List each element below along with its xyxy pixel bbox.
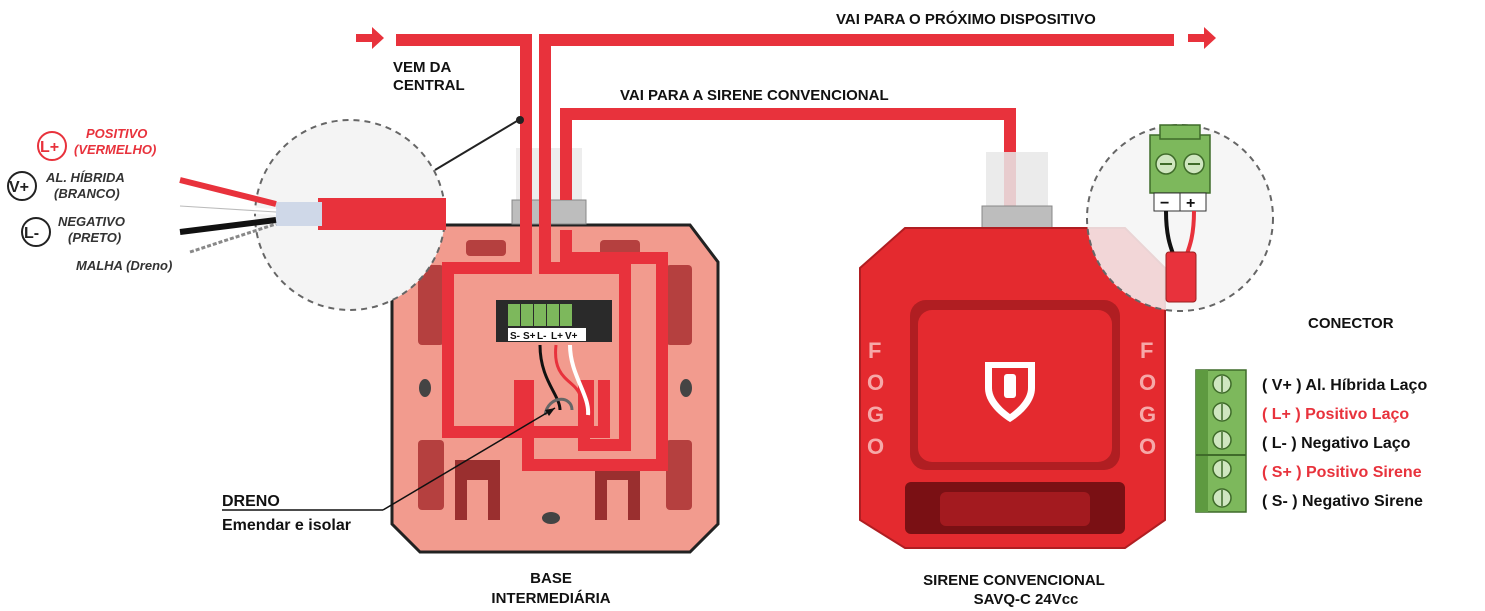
sirene-convencional (859, 152, 1166, 549)
fogo-left-o2: O (867, 434, 884, 459)
conector-title: CONECTOR (1308, 315, 1394, 332)
hibrida-label-1: AL. HÍBRIDA (45, 170, 125, 185)
malha-label: MALHA (Dreno) (76, 258, 172, 273)
terminal-label-s-plus: S+ (523, 331, 536, 342)
connector-legend-block (1195, 369, 1247, 513)
siren-label-2: SAVQ-C 24Vcc (974, 591, 1079, 608)
hibrida-badge: V+ (9, 179, 29, 196)
negativo-label-1: NEGATIVO (58, 214, 125, 229)
connector-row-v-plus: ( V+ ) Al. Híbrida Laço (1262, 377, 1427, 394)
hibrida-badge-icon (7, 171, 37, 201)
terminal-label-l-minus: L- (537, 331, 546, 342)
vem-da-central-line2: CENTRAL (393, 77, 465, 94)
vem-da-central-line1: VEM DA (393, 59, 452, 76)
negativo-label-2: (PRETO) (68, 230, 121, 245)
arrow-out-icon (1188, 27, 1216, 49)
siren-plus-label: + (1186, 195, 1195, 212)
siren-minus-label: − (1160, 195, 1169, 212)
fogo-left-o1: O (867, 370, 884, 395)
dreno-title: DRENO (222, 493, 280, 510)
positivo-badge: L+ (40, 139, 59, 156)
fogo-left-g: G (867, 402, 884, 427)
base-terminal-block (508, 304, 572, 326)
dreno-note: Emendar e isolar (222, 517, 351, 534)
negativo-badge: L- (24, 225, 39, 242)
negativo-badge-icon (21, 217, 51, 247)
terminal-label-l-plus: L+ (551, 331, 563, 342)
cable-zoom (179, 116, 524, 311)
connector-row-l-minus: ( L- ) Negativo Laço (1262, 435, 1411, 452)
siren-connector-zoom: − + (1086, 124, 1274, 312)
siren-label-1: SIRENE CONVENCIONAL (923, 572, 1105, 589)
arrow-in-icon (356, 27, 384, 49)
fogo-right-g: G (1139, 402, 1156, 427)
positivo-label-1: POSITIVO (86, 126, 147, 141)
terminal-label-s-minus: S- (510, 331, 520, 342)
base-label-1: BASE (530, 570, 572, 587)
cable-legend: L+ POSITIVO (VERMELHO) V+ AL. HÍBRIDA (B… (7, 126, 172, 273)
connector-row-s-minus: ( S- ) Negativo Sirene (1262, 493, 1423, 510)
fogo-right-o2: O (1139, 434, 1156, 459)
connector-row-l-plus: ( L+ ) Positivo Laço (1262, 406, 1409, 423)
hibrida-label-2: (BRANCO) (54, 186, 120, 201)
vai-proximo-label: VAI PARA O PRÓXIMO DISPOSITIVO (836, 10, 1096, 28)
positivo-badge-icon (37, 131, 67, 161)
base-label-2: INTERMEDIÁRIA (491, 590, 610, 607)
fogo-right-f: F (1140, 338, 1153, 363)
terminal-label-v-plus: V+ (565, 331, 578, 342)
fogo-right-o1: O (1139, 370, 1156, 395)
connector-row-s-plus: ( S+ ) Positivo Sirene (1262, 464, 1422, 481)
fogo-left-f: F (868, 338, 881, 363)
positivo-label-2: (VERMELHO) (74, 142, 156, 157)
vai-sirene-label: VAI PARA A SIRENE CONVENCIONAL (620, 87, 889, 104)
